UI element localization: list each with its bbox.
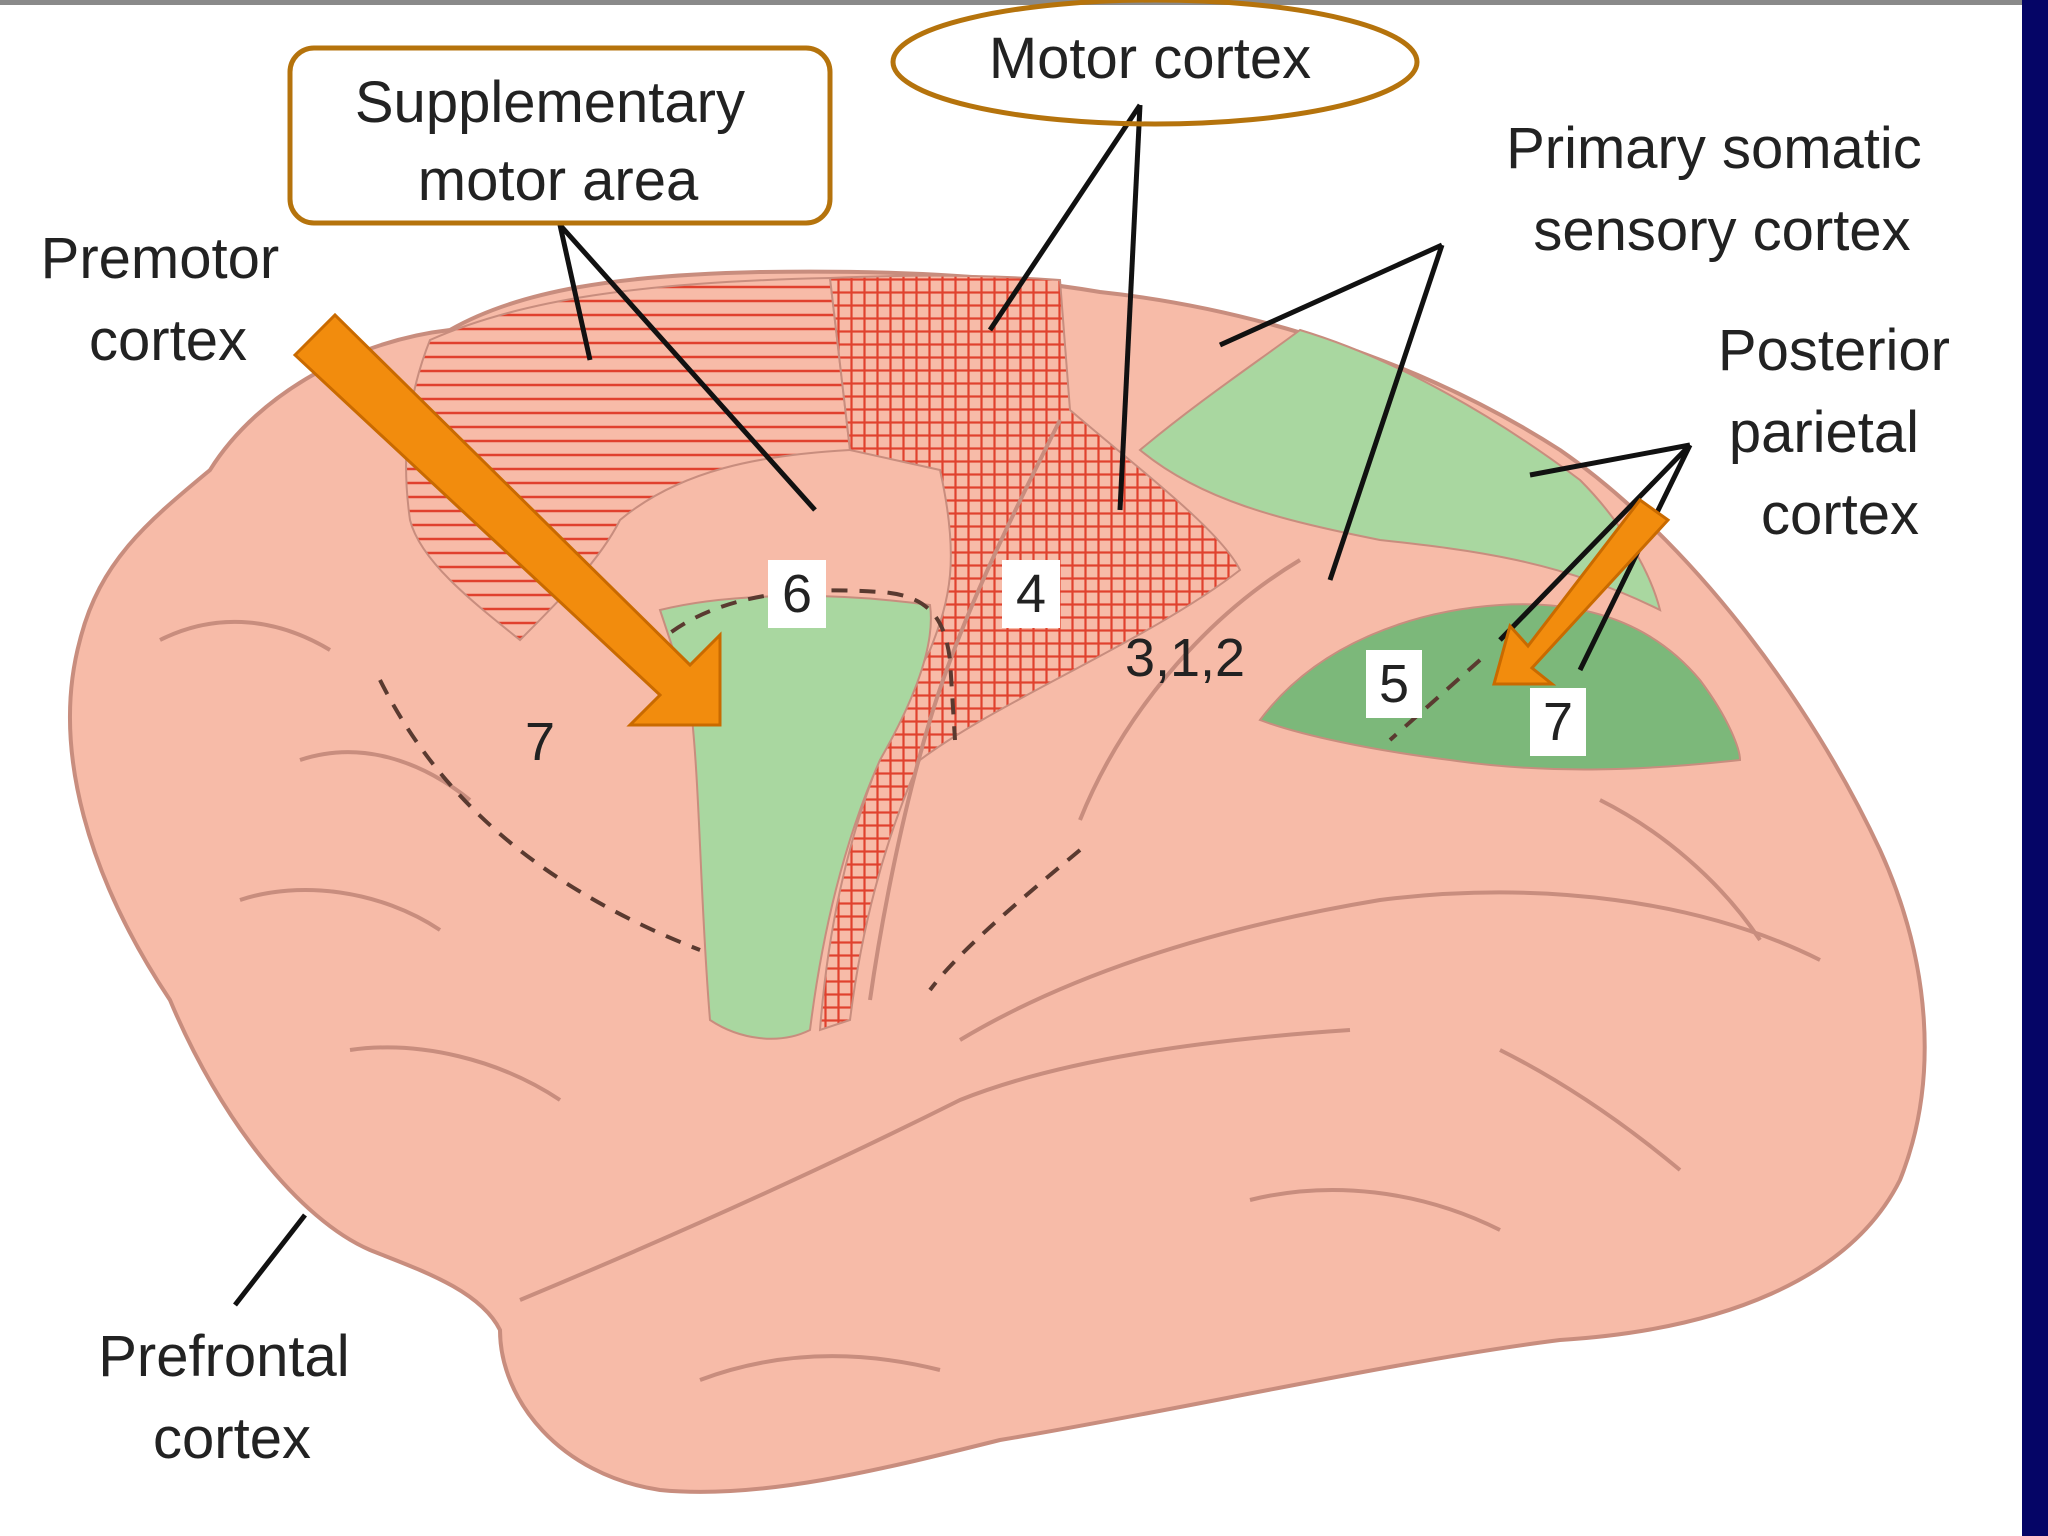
right-frame-bar: [2022, 0, 2048, 1536]
area-7-parietal-tag-bg: [1530, 688, 1586, 756]
area-4-tag-bg: [1002, 560, 1060, 628]
premotor-cortex-label: Premotor cortex: [41, 226, 296, 373]
primary-somatic-sensory-cortex-label: Primary somatic sensory cortex: [1506, 116, 1938, 263]
supplementary-motor-area-label: Supplementary motor area: [355, 70, 761, 213]
area-5-tag-bg: [1366, 650, 1422, 718]
area-6-tag-bg: [768, 560, 826, 628]
premotor-green-region: [658, 594, 932, 1040]
area-7-frontal-label: 7: [525, 712, 555, 772]
area-6-label: 6: [782, 564, 812, 624]
prefrontal-cortex-label: Prefrontal cortex: [98, 1324, 366, 1471]
area-boundaries: [378, 588, 1482, 992]
area-5-label: 5: [1379, 654, 1409, 714]
premotor-orange-arrow: [292, 312, 722, 727]
top-border: [0, 0, 2022, 5]
motor-cortex-label: Motor cortex: [989, 26, 1311, 91]
parietal-orange-arrow: [1492, 497, 1671, 686]
gyri-folds: [159, 419, 1821, 1382]
area-7-parietal-label: 7: [1543, 692, 1573, 752]
posterior-parietal-region: [1258, 603, 1742, 771]
area-312-label: 3,1,2: [1125, 628, 1245, 688]
area-4-label: 4: [1016, 564, 1046, 624]
motor-cortex-highlight-ellipse: [890, 0, 1420, 127]
supplementary-motor-area-highlight-box: [287, 45, 833, 226]
posterior-parietal-cortex-label: Posterior parietal cortex: [1718, 318, 1966, 547]
